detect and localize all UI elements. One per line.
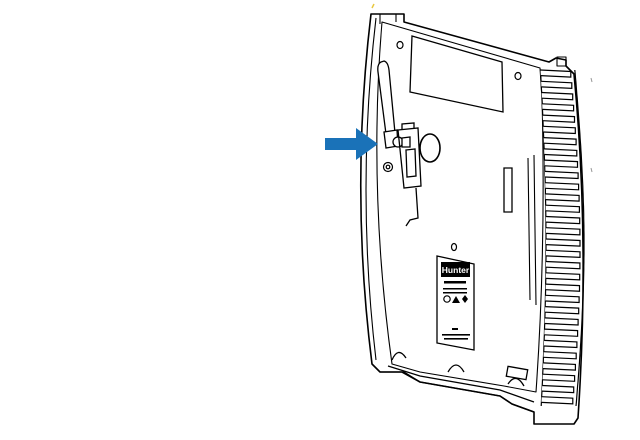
terminal-rib	[544, 317, 579, 326]
rib-strip-inner-edge	[539, 69, 547, 407]
terminal-rib	[545, 294, 580, 304]
diamond-icon	[462, 295, 468, 303]
screw-boss-inner	[385, 164, 391, 170]
terminal-rib	[543, 351, 577, 360]
barcode-text-line-2	[444, 338, 468, 340]
bracket-outline	[397, 127, 422, 189]
terminal-rib	[545, 193, 580, 202]
bracket-slot	[405, 148, 417, 178]
terminal-rib	[544, 159, 579, 168]
right-arrow-icon	[325, 128, 378, 160]
terminal-rib	[542, 362, 576, 371]
top-notch	[379, 14, 397, 24]
terminal-rib	[542, 114, 576, 123]
terminal-rib	[545, 272, 581, 281]
brand-logo: Hunter	[442, 265, 470, 275]
terminal-rib	[541, 384, 575, 394]
bottom-latch	[505, 365, 529, 381]
terminal-rib	[544, 328, 579, 337]
bottom-knockouts	[380, 351, 535, 413]
screw-boss	[382, 161, 394, 173]
mount-hole-center	[450, 242, 458, 252]
terminal-ribs	[539, 69, 585, 407]
rating-label: Hunter	[436, 255, 475, 351]
housing	[359, 13, 584, 425]
rib-strip-outer-edge	[574, 69, 585, 407]
bracket-rail	[405, 187, 419, 227]
knockout-left	[391, 351, 407, 361]
top-marker	[371, 3, 375, 9]
mount-hole-large	[419, 133, 441, 163]
antenna-bracket	[397, 122, 422, 227]
terminal-rib	[541, 396, 574, 405]
terminal-rib	[542, 373, 576, 382]
mounting-holes	[396, 40, 522, 252]
serial-text-line	[452, 328, 458, 330]
housing-outline	[359, 13, 584, 425]
terminal-partition	[527, 154, 537, 306]
label-recess	[409, 35, 504, 113]
brand-logo-box	[441, 262, 470, 277]
terminal-rib	[543, 137, 577, 146]
barcode-text-line	[442, 334, 470, 336]
terminal-rib	[545, 182, 580, 191]
terminal-rib	[543, 339, 578, 349]
terminal-rib	[544, 148, 578, 157]
terminal-rib	[545, 249, 581, 259]
bottom-lip-inner	[387, 365, 535, 403]
antenna-connector-nut	[401, 136, 411, 148]
mount-hole-top-right	[514, 71, 522, 81]
terminal-rib	[545, 204, 580, 213]
housing-inner-face	[376, 21, 544, 393]
compliance-marks	[443, 295, 468, 303]
terminal-rib	[544, 170, 579, 180]
housing-left-rim	[365, 17, 377, 361]
bottom-lip	[380, 371, 535, 413]
terminal-rib	[545, 238, 581, 247]
terminal-rib	[545, 283, 581, 292]
pointer-arrow	[325, 128, 378, 160]
model-text-line	[444, 281, 466, 284]
spec-text-line-2	[443, 292, 467, 294]
terminal-rib	[540, 69, 572, 78]
terminal-rib	[542, 103, 575, 112]
terminal-rib	[543, 125, 576, 135]
antenna	[377, 60, 411, 149]
terminal-rib	[545, 227, 581, 236]
terminal-rib	[545, 260, 581, 270]
terminal-rib	[541, 91, 574, 101]
warning-triangle-icon	[452, 296, 460, 303]
mount-hole-top-left	[396, 40, 404, 50]
terminal-rib	[541, 80, 573, 90]
terminal-rib	[545, 215, 581, 225]
edge-tick-upper	[590, 77, 593, 83]
terminal-rib	[544, 306, 580, 315]
top-right-post	[556, 56, 567, 67]
bracket-clip	[401, 122, 415, 130]
connector-slot	[503, 167, 513, 213]
edge-tick-lower	[590, 167, 593, 173]
ce-mark-icon	[443, 295, 451, 303]
spec-text-line	[443, 288, 467, 290]
knockout-mid	[447, 364, 465, 373]
